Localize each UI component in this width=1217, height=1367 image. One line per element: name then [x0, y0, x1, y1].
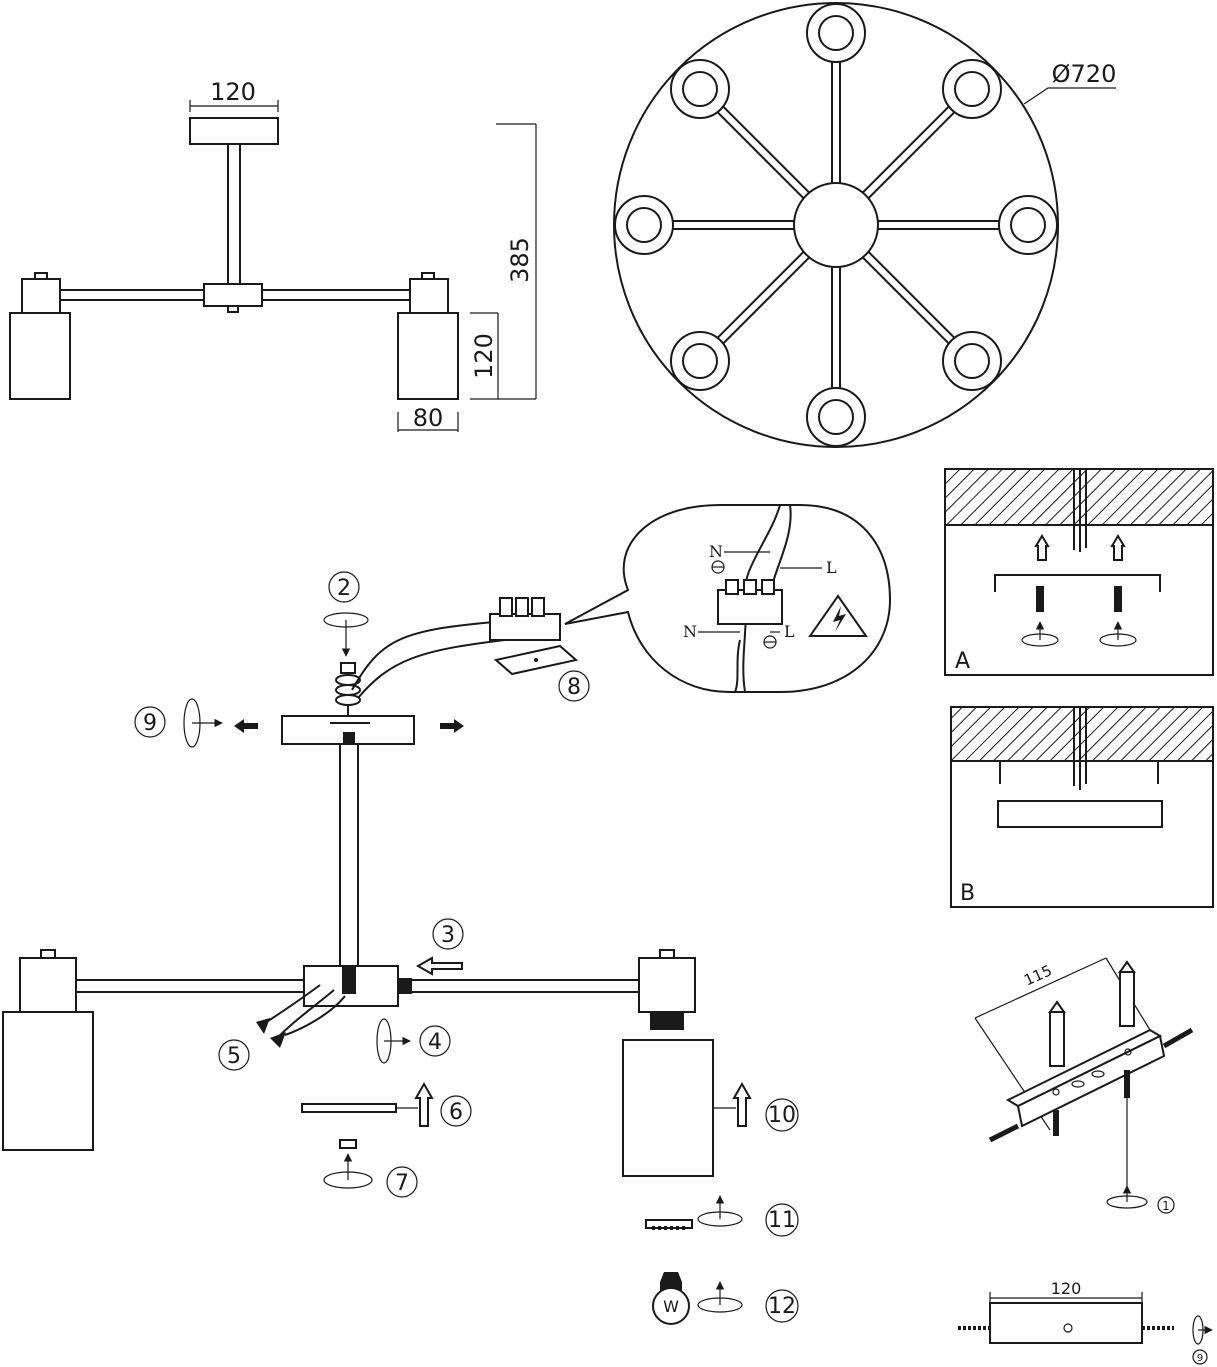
svg-text:9: 9 — [1197, 1353, 1203, 1364]
rotate-arrow-icon — [323, 1153, 373, 1189]
step-7: 7 — [386, 1166, 418, 1198]
step-9-small: 9 — [1192, 1349, 1208, 1365]
dim-diameter: Ø720 — [1052, 60, 1117, 88]
step-10: 10 — [765, 1098, 799, 1132]
svg-text:5: 5 — [227, 1044, 241, 1069]
wire-label-live-bottom: L — [784, 622, 795, 641]
panel-a-label: A — [955, 649, 970, 674]
svg-text:2: 2 — [337, 576, 351, 601]
rotate-arrow-icon — [376, 1018, 411, 1064]
wire-label-neutral-top: N — [709, 542, 723, 561]
step-3: 3 — [432, 918, 464, 950]
panel-a: A — [944, 468, 1214, 676]
dim-shade-width: 80 — [413, 404, 444, 432]
lamp-heads — [614, 3, 1058, 447]
high-voltage-warning-icon — [808, 594, 868, 637]
step-12: 12 — [765, 1289, 799, 1323]
svg-text:11: 11 — [768, 1208, 796, 1233]
canopy-plate: 120 9 — [958, 1279, 1213, 1365]
wiring-callout: N L N L — [564, 504, 892, 693]
svg-text:8: 8 — [567, 675, 581, 700]
panel-b: B — [950, 706, 1214, 908]
ground-symbol-icon — [711, 560, 725, 574]
step-4: 4 — [419, 1025, 451, 1057]
step-8: 8 — [558, 670, 590, 702]
dim-shade-height: 120 — [470, 333, 498, 379]
svg-text:12: 12 — [768, 1294, 796, 1319]
rotate-arrow-icon — [183, 698, 223, 748]
svg-text:4: 4 — [428, 1030, 442, 1055]
side-elevation-view: 120 385 120 80 — [9, 78, 537, 432]
top-plan-view: Ø720 — [613, 2, 1117, 448]
rotate-arrow-icon — [697, 1281, 743, 1313]
bulb-icon: W — [652, 1272, 690, 1325]
step-labels: 2 3 4 5 6 7 8 9 10 11 12 — [134, 571, 799, 1323]
svg-text:3: 3 — [441, 923, 455, 948]
bracket-isometric: 115 1 — [974, 957, 1194, 1214]
step-6: 6 — [440, 1095, 472, 1127]
screw-icon — [1036, 586, 1122, 612]
rotate-arrow-icon — [323, 612, 369, 657]
panel-b-label: B — [960, 881, 975, 906]
svg-text:6: 6 — [449, 1100, 463, 1125]
svg-text:1: 1 — [1162, 1199, 1170, 1213]
step-5: 5 — [218, 1039, 250, 1071]
main-assembly: W — [2, 597, 752, 1325]
step-2: 2 — [328, 571, 360, 603]
dim-canopy-width: 120 — [210, 78, 256, 106]
step-1: 1 — [1157, 1196, 1175, 1214]
wire-label-live-top: L — [826, 558, 837, 577]
step-11: 11 — [765, 1203, 799, 1237]
dim-total-height: 385 — [506, 237, 534, 283]
wire-label-neutral-bottom: N — [683, 622, 697, 641]
svg-text:9: 9 — [143, 711, 157, 736]
step-9: 9 — [134, 706, 166, 738]
svg-text:7: 7 — [395, 1171, 409, 1196]
ground-symbol-icon — [763, 635, 777, 649]
dim-bracket-spacing: 115 — [1021, 961, 1054, 989]
svg-text:10: 10 — [768, 1103, 796, 1128]
dim-canopy-plate-width: 120 — [1051, 1279, 1082, 1298]
wall-plug-icon — [1034, 534, 1126, 561]
rotate-arrow-icon — [697, 1195, 743, 1227]
bulb-mark: W — [663, 1297, 679, 1316]
